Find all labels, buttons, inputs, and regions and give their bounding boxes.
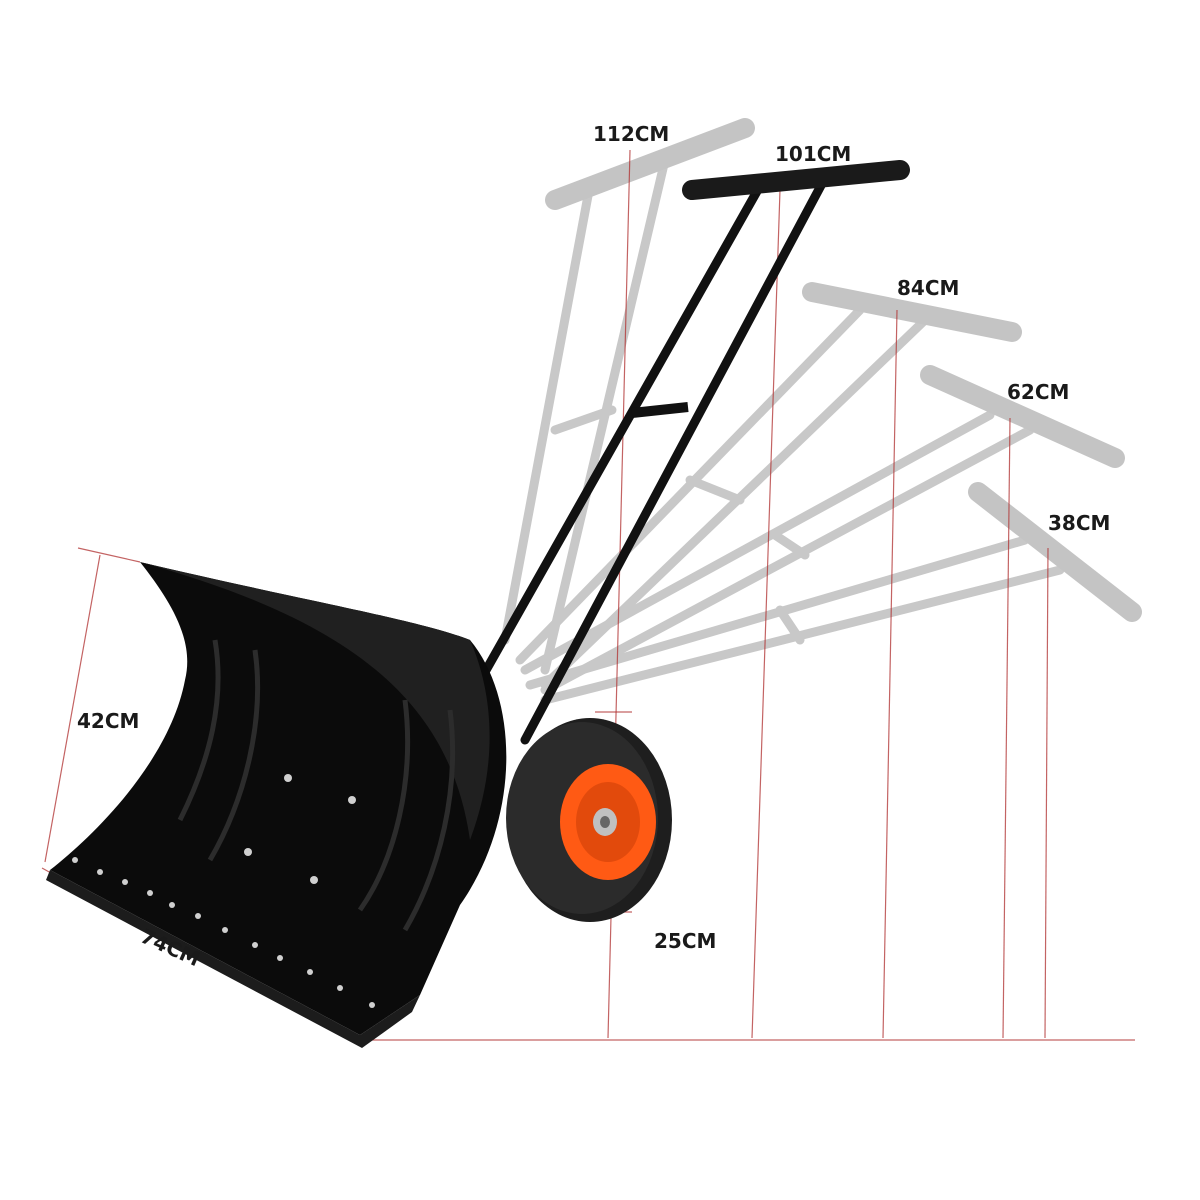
ghost-handle-38 [525, 482, 1142, 705]
label-101cm: 101CM [775, 142, 851, 166]
label-25cm: 25CM [654, 929, 716, 953]
ghost-handle-62 [520, 365, 1125, 695]
label-112cm: 112CM [593, 122, 669, 146]
label-42cm: 42CM [77, 709, 139, 733]
label-38cm: 38CM [1048, 511, 1110, 535]
shovel-blade [46, 562, 507, 1048]
handle-grip [682, 160, 910, 200]
label-62cm: 62CM [1007, 380, 1069, 404]
wheel [506, 718, 672, 922]
label-84cm: 84CM [897, 276, 959, 300]
ghost-handle-112 [500, 118, 755, 675]
main-handle [480, 160, 910, 745]
